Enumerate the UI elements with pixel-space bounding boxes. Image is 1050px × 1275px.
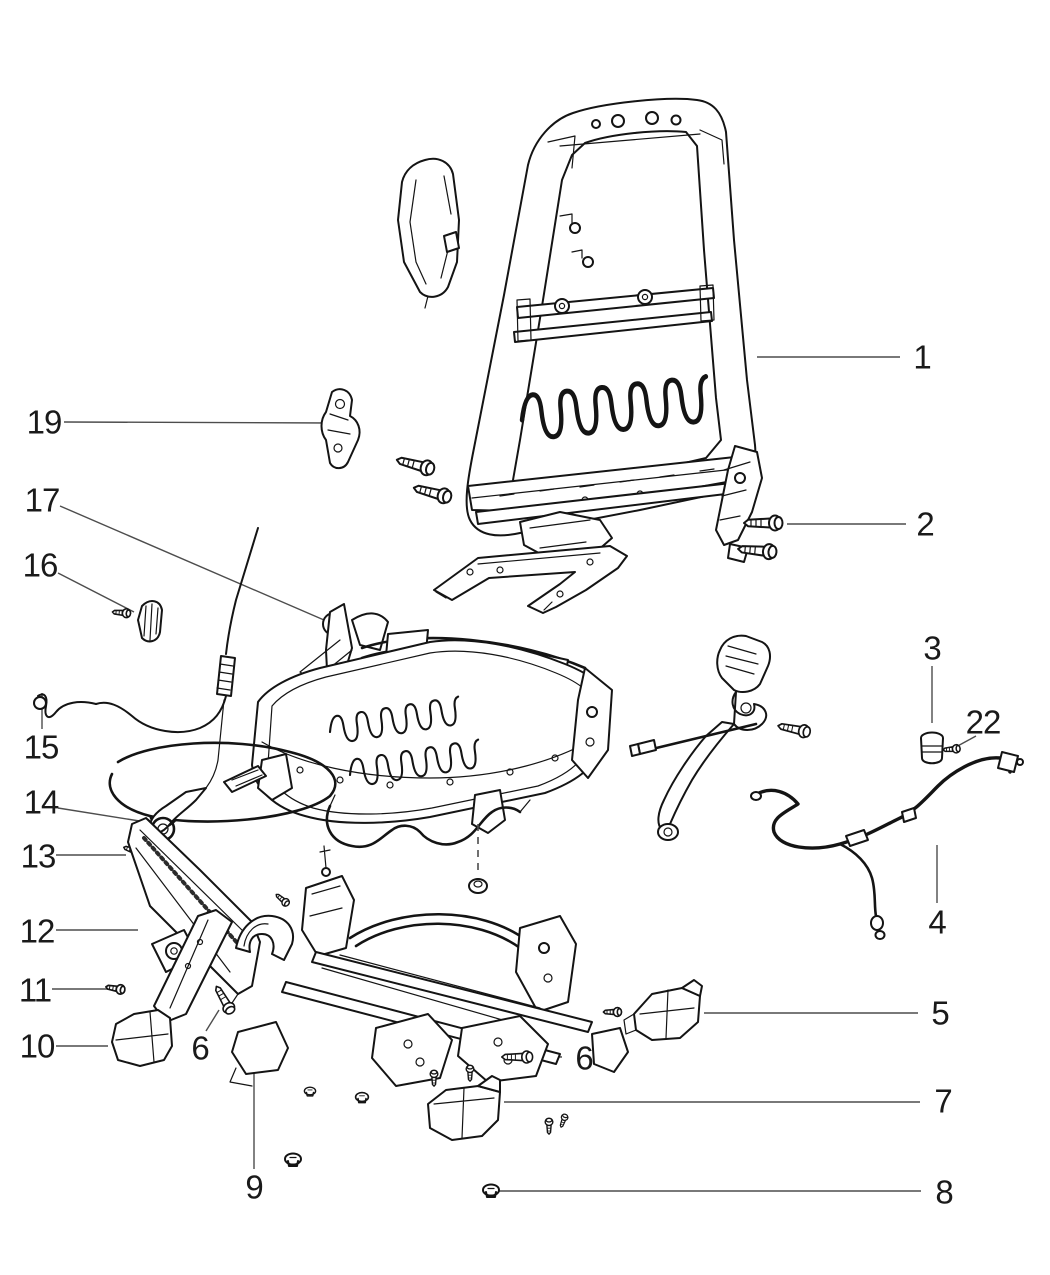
seat-adjuster-track xyxy=(229,845,629,1087)
callout-19: 19 xyxy=(26,403,63,441)
callout-16: 16 xyxy=(22,546,59,584)
leader-14 xyxy=(57,807,153,824)
callout-2: 2 xyxy=(916,505,934,543)
retainer-clip-16 xyxy=(137,600,163,643)
latch-cable-15 xyxy=(33,527,337,837)
bolt-back-frame-a xyxy=(393,451,437,478)
callout-7: 7 xyxy=(934,1082,952,1120)
screw-11 xyxy=(104,981,127,996)
callout-10: 10 xyxy=(19,1027,56,1065)
pushnut-8 xyxy=(482,1183,500,1198)
callout-1: 1 xyxy=(913,338,931,376)
bolt-buckle xyxy=(775,718,813,740)
screw-22 xyxy=(942,743,962,755)
callout-17: 17 xyxy=(24,481,61,519)
callout-3: 3 xyxy=(923,629,941,667)
bolt-back-frame-b xyxy=(410,479,454,506)
callout-22: 22 xyxy=(965,703,1002,741)
callout-15: 15 xyxy=(23,728,60,766)
callout-9: 9 xyxy=(245,1168,263,1206)
seat-back-frame xyxy=(465,97,763,563)
airbag-module xyxy=(397,157,460,309)
callout-6-right: 6 xyxy=(575,1039,593,1077)
callout-5: 5 xyxy=(931,994,949,1032)
leader-lines xyxy=(41,356,977,1192)
callout-13: 13 xyxy=(20,837,57,875)
foot-cover-10 xyxy=(111,1009,173,1067)
callout-12: 12 xyxy=(19,912,56,950)
foot-cover-7 xyxy=(427,1075,501,1141)
seat-pan-bracket xyxy=(433,545,628,614)
grommet-3 xyxy=(920,731,944,765)
leader-6-left xyxy=(205,1009,220,1032)
callout-14: 14 xyxy=(23,783,60,821)
seat-cushion-frame xyxy=(251,603,613,894)
leader-16 xyxy=(57,572,135,613)
recliner-cable-4 xyxy=(750,751,1024,940)
adjuster-handle xyxy=(235,890,294,961)
leader-19 xyxy=(63,421,333,424)
bolts-2 xyxy=(736,514,784,561)
seat-belt-buckle xyxy=(629,634,813,841)
callout-8: 8 xyxy=(935,1173,953,1211)
callout-4: 4 xyxy=(928,903,946,941)
leader-17 xyxy=(59,505,325,621)
foot-cover-5 xyxy=(623,979,703,1041)
screw-5 xyxy=(602,1006,623,1018)
callout-11: 11 xyxy=(18,971,52,1009)
pivot-bracket-19 xyxy=(320,388,361,470)
callout-6-left: 6 xyxy=(191,1029,209,1067)
screw-16 xyxy=(111,606,132,619)
